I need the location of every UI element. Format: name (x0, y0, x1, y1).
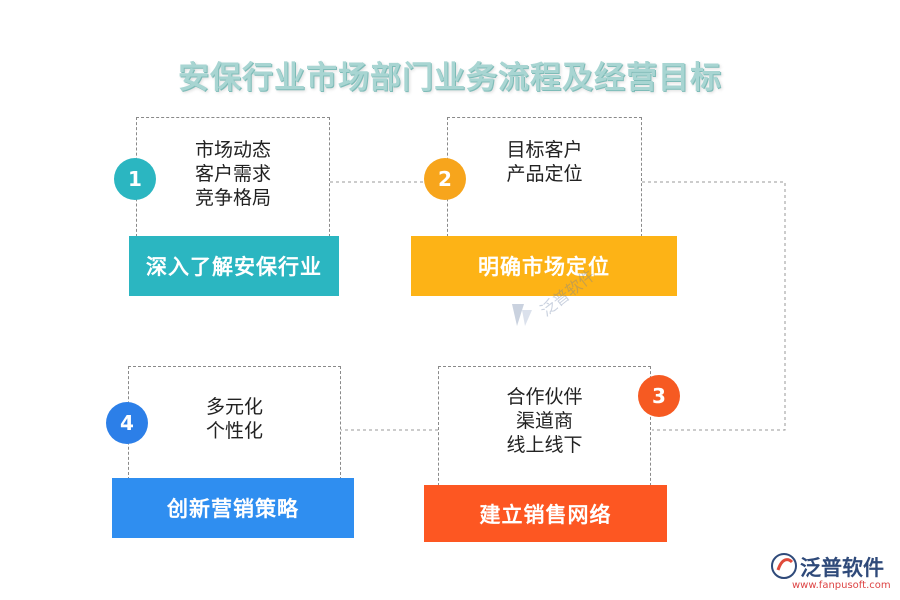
step-4-items: 多元化 个性化 (129, 395, 340, 443)
step-2-banner: 明确市场定位 (411, 236, 677, 296)
step-4-item: 多元化 (205, 396, 263, 418)
fanpu-logo-icon (771, 553, 797, 579)
step-4-item: 个性化 (205, 420, 263, 442)
step-3-item: 合作伙伴 (506, 386, 583, 408)
brand-logo: 泛普软件 www.fanpusoft.com (770, 552, 894, 596)
brand-name: 泛普软件 (800, 556, 884, 580)
step-3-item: 线上线下 (506, 434, 583, 456)
step-4-badge: 4 (106, 402, 148, 444)
step-3-banner: 建立销售网络 (424, 485, 667, 542)
step-2-badge: 2 (424, 158, 466, 200)
fanpu-logo-icon (512, 304, 532, 326)
step-2-items: 目标客户 产品定位 (448, 138, 641, 186)
step-1-item: 市场动态 (194, 139, 271, 161)
step-1-item: 客户需求 (194, 163, 271, 185)
connector-2-3 (642, 181, 786, 431)
page-title: 安保行业市场部门业务流程及经营目标 (178, 60, 722, 96)
brand-url: www.fanpusoft.com (792, 580, 891, 591)
step-1-item: 竞争格局 (194, 187, 271, 209)
step-3-detail-box: 合作伙伴 渠道商 线上线下 (438, 366, 651, 486)
step-3-badge: 3 (638, 375, 680, 417)
step-4-banner: 创新营销策略 (112, 478, 354, 538)
step-3-items: 合作伙伴 渠道商 线上线下 (439, 385, 650, 457)
step-1-banner: 深入了解安保行业 (129, 236, 339, 296)
step-1-badge: 1 (114, 158, 156, 200)
step-3-item: 渠道商 (515, 410, 573, 432)
step-2-item: 目标客户 (506, 139, 583, 161)
step-2-item: 产品定位 (506, 163, 583, 185)
step-2-detail-box: 目标客户 产品定位 (447, 117, 642, 237)
step-1-detail-box: 市场动态 客户需求 竞争格局 (136, 117, 330, 237)
step-1-items: 市场动态 客户需求 竞争格局 (137, 138, 329, 210)
watermark: 泛普软件 (508, 266, 599, 334)
step-4-detail-box: 多元化 个性化 (128, 366, 341, 480)
